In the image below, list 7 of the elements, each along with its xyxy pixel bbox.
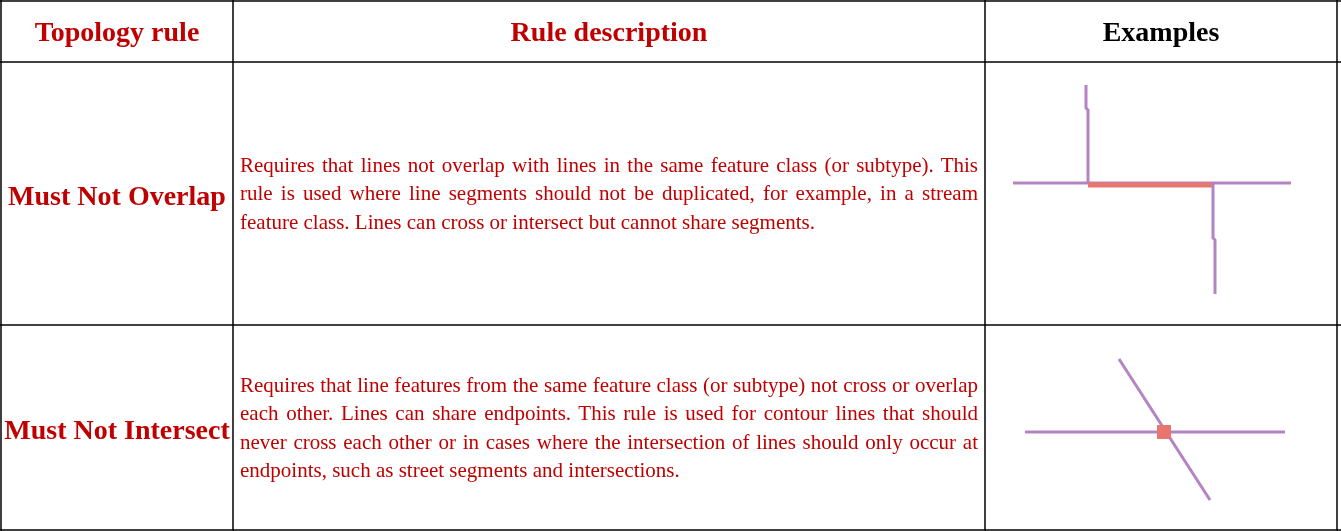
rule-name: Must Not Intersect (4, 413, 230, 446)
rule-name: Must Not Overlap (8, 179, 226, 212)
column-header: Examples (1102, 15, 1220, 48)
rule-description: Requires that line features from the same feature class (or subtype) not cross or overlap each other. Lines can share endpoints. This rule is used for contour lines that should never cross each other or in cases where the intersection of lines should only occur at endpoints, such as street segments and intersections. (240, 371, 978, 484)
column-header: Rule description (510, 15, 708, 48)
rule-description: Requires that lines not overlap with lines in the same feature class (or subtype). This rule is used where line segments should not be duplicated, for example, in a stream feature class. Lines can cross or intersect but cannot share segments. (240, 151, 978, 236)
column-header: Topology rule (34, 15, 200, 48)
